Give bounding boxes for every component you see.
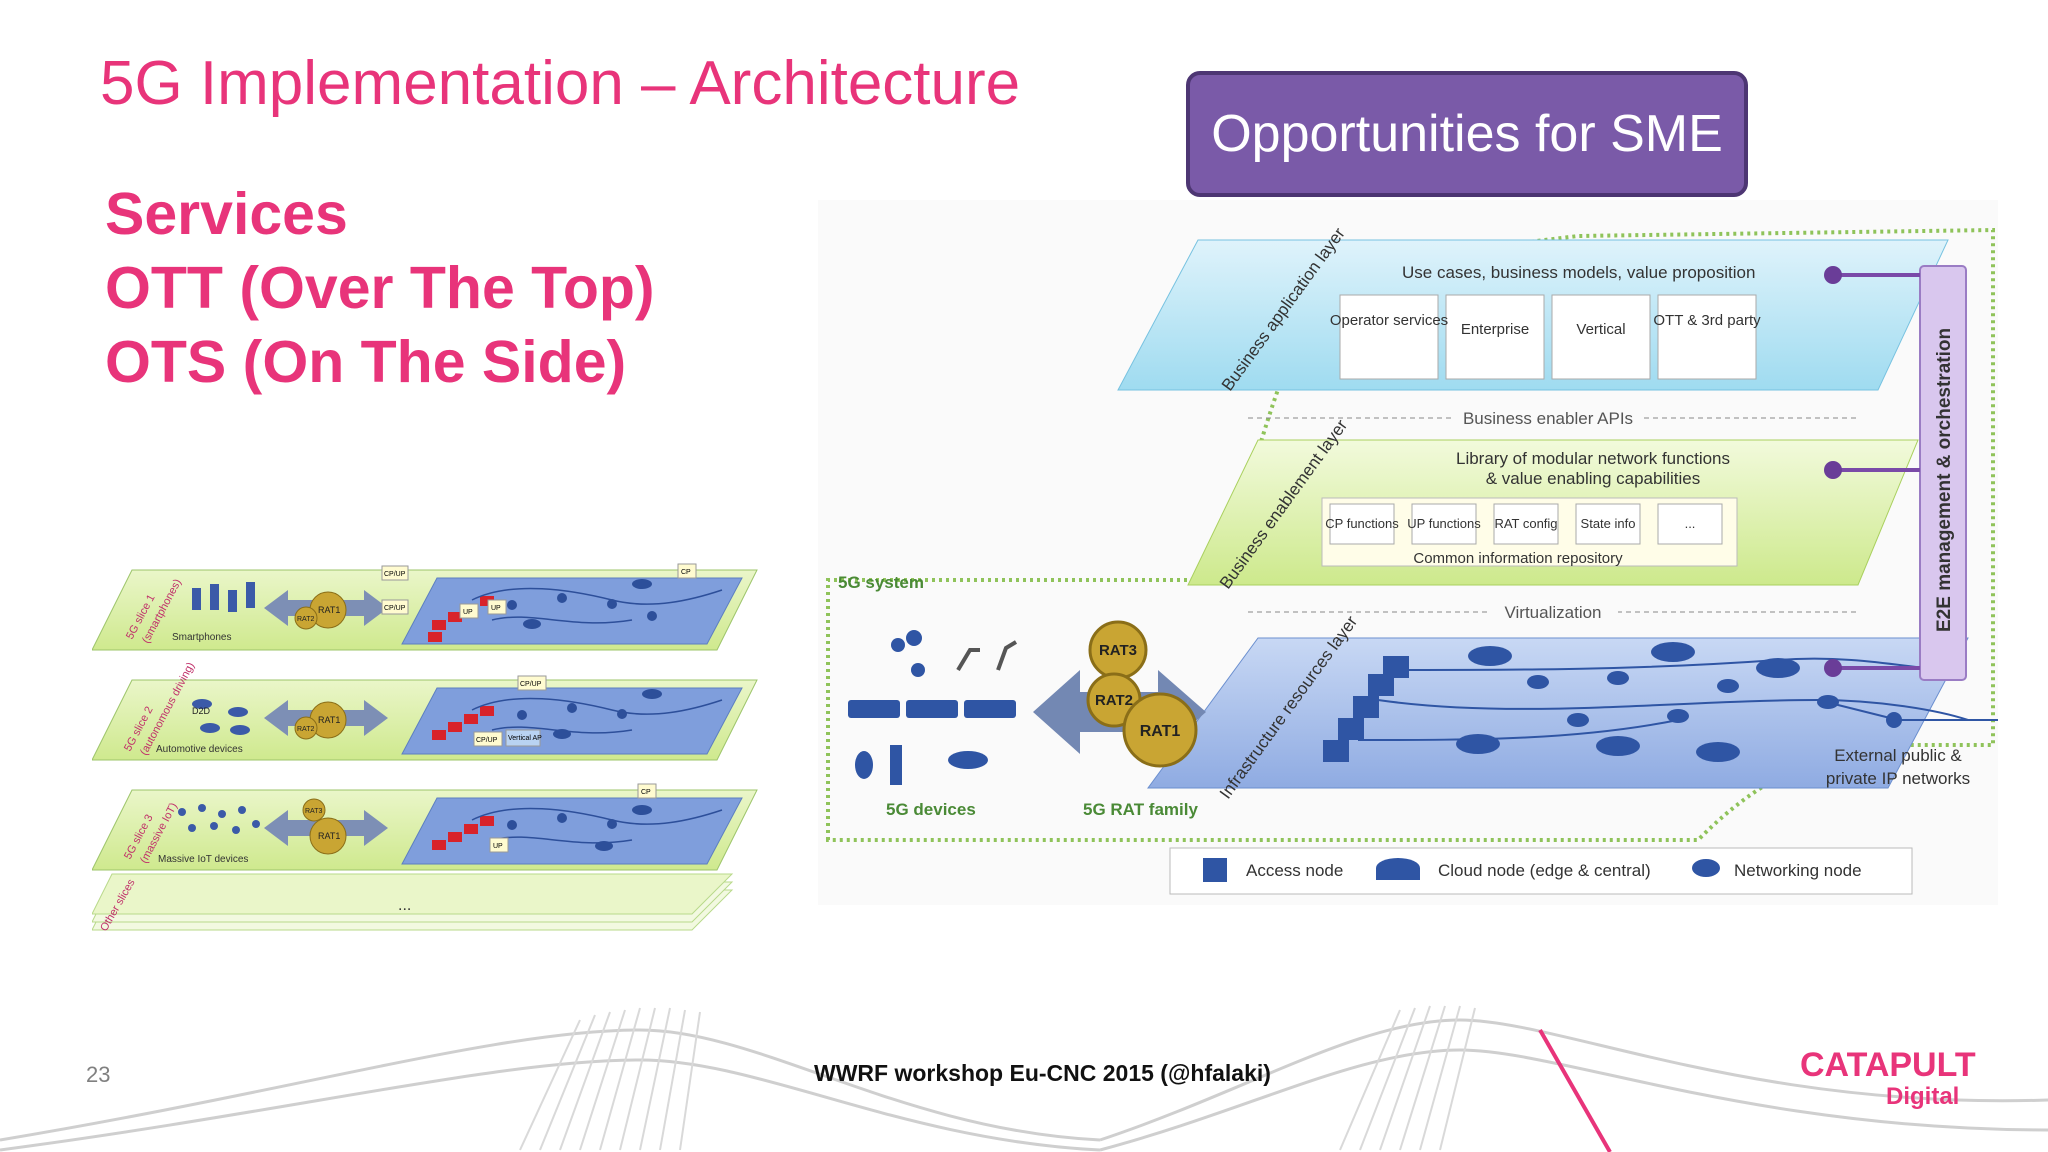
footer-wave-decoration [0,1005,2048,1152]
slice-2: 5G slice 2 (autonomous driving) D2D Auto… [92,661,758,761]
rat-gears: RAT3 RAT2 RAT1 [1086,620,1198,768]
slice-3: 5G slice 3 (massive IoT) Massive IoT dev… [92,783,758,871]
svg-text:UP: UP [493,843,503,850]
svg-text:CP/UP: CP/UP [476,737,498,744]
business-application-layer: Business application layer Use cases, bu… [1117,224,1949,394]
footer-credit: WWRF workshop Eu-CNC 2015 (@hfalaki) [814,1060,1271,1086]
5g-rat-family-label: 5G RAT family [1083,800,1198,819]
svg-text:RAT1: RAT1 [318,605,340,615]
rat1-label: RAT1 [1140,723,1181,740]
svg-text:Digital: Digital [1886,1083,1959,1110]
rat2-label: RAT2 [1095,692,1133,709]
external-networks-line2: private IP networks [1826,769,1970,788]
legend-cloud-node: Cloud node (edge & central) [1438,861,1651,880]
5g-devices-label: 5G devices [886,800,976,819]
ott-3rd-party-box: OTT & 3rd party [1653,312,1761,329]
svg-text:RAT1: RAT1 [318,831,340,841]
svg-text:RAT1: RAT1 [318,715,340,725]
svg-text:Automotive devices: Automotive devices [156,744,243,755]
legend-access-node: Access node [1246,861,1343,880]
svg-text:CP/UP: CP/UP [384,571,406,578]
svg-text:Use cases, business models, va: Use cases, business models, value propos… [1402,263,1755,282]
svg-text:RAT config: RAT config [1494,516,1557,531]
page-number: 23 [86,1062,111,1087]
5g-system-label: 5G system [838,573,924,592]
services-heading: Services [105,181,348,247]
svg-text:Vertical AP: Vertical AP [508,735,542,742]
svg-text:UP functions: UP functions [1407,516,1481,531]
svg-text:UP: UP [463,609,473,616]
infrastructure-resources-layer: Infrastructure resources layer [1147,612,1998,802]
svg-text:CP/UP: CP/UP [520,681,542,688]
ots-heading: OTS (On The Side) [105,329,627,395]
svg-text:...: ... [1685,516,1696,531]
e2e-management: E2E management & orchestration [1824,265,1967,681]
svg-text:RAT2: RAT2 [297,726,314,733]
svg-text:Common information repository: Common information repository [1413,550,1623,567]
svg-text:CP: CP [681,569,691,576]
network-slices-diagram: Other slices ... 5G slice 1 (smartphones… [92,563,758,934]
enterprise-box: Enterprise [1461,321,1529,338]
svg-text:D2D: D2D [192,706,211,716]
rat3-label: RAT3 [1099,642,1137,659]
svg-text:State info: State info [1581,516,1636,531]
svg-text:RAT3: RAT3 [305,808,322,815]
5g-architecture-diagram: 5G system Business application layer Use… [818,200,1998,905]
business-enabler-apis: Business enabler APIs [1463,409,1633,428]
business-enablement-layer: Business enablement layer Library of mod… [1187,416,1919,592]
svg-text:Library of modular network fun: Library of modular network functions [1456,449,1730,468]
external-networks-line1: External public & [1834,746,1962,765]
svg-text:E2E management & orchestration: E2E management & orchestration [1934,328,1955,632]
5g-devices [848,630,1018,785]
svg-text:RAT2: RAT2 [297,616,314,623]
ott-heading: OTT (Over The Top) [105,255,655,321]
svg-text:Massive IoT devices: Massive IoT devices [158,854,248,865]
svg-text:CP: CP [641,789,651,796]
legend: Access node Cloud node (edge & central) … [1169,847,1913,895]
svg-text:& value enabling capabilities: & value enabling capabilities [1486,469,1701,488]
slices-ellipsis: ... [398,897,411,914]
slide-title: 5G Implementation – Architecture [100,49,1021,118]
operator-services-box: Operator services [1330,312,1448,329]
svg-text:Smartphones: Smartphones [172,632,231,643]
svg-text:CP/UP: CP/UP [384,605,406,612]
virtualization-label: Virtualization [1504,603,1601,622]
slice-1: 5G slice 1 (smartphones) Smartphones RAT… [92,563,758,651]
svg-text:UP: UP [491,605,501,612]
catapult-digital-logo: CATAPULT Digital [1800,1046,1976,1110]
vertical-box: Vertical [1576,321,1625,338]
opportunities-for-sme-box: Opportunities for SME [1186,71,1748,197]
svg-text:CATAPULT: CATAPULT [1800,1046,1976,1084]
legend-networking-node: Networking node [1734,861,1862,880]
svg-text:CP functions: CP functions [1325,516,1399,531]
